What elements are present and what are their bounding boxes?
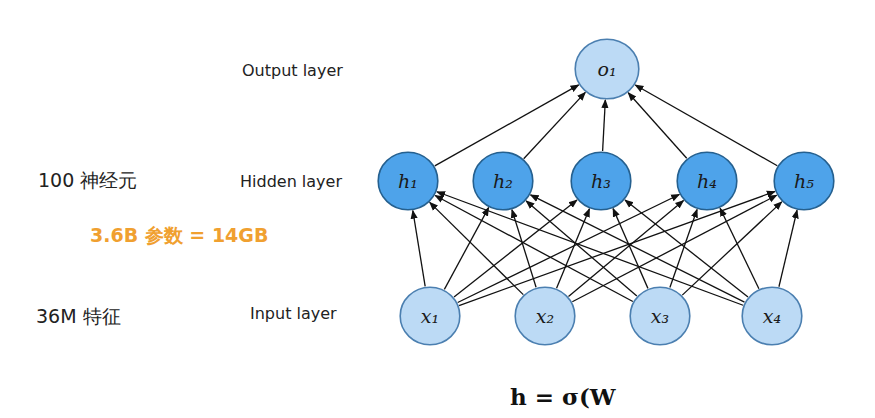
weight-arrow <box>720 208 759 289</box>
neuron-circle: h₁ <box>377 151 439 211</box>
neuron-label: h₂ <box>493 170 513 192</box>
weight-arrow <box>628 93 687 159</box>
neuron-circle: x₃ <box>629 286 691 346</box>
neuron-circle: x₄ <box>741 286 803 346</box>
weight-arrow <box>524 92 586 158</box>
neuron-count: 100 神经元 <box>38 168 137 194</box>
neuron-label: h₅ <box>794 170 814 192</box>
neuron-circle: o₁ <box>574 38 640 100</box>
neuron-label: x₂ <box>536 305 554 327</box>
neuron-label: x₁ <box>421 305 439 327</box>
weight-arrow <box>682 202 781 295</box>
neuron-label: o₁ <box>597 58 616 80</box>
weight-arrow <box>779 210 797 287</box>
neuron-circle: x₁ <box>399 286 461 346</box>
weight-arrow <box>531 195 745 302</box>
weight-arrow <box>526 201 637 296</box>
neuron-circle: h₅ <box>773 151 835 211</box>
neuron-circle: h₃ <box>570 151 632 211</box>
layer-name: Input layer <box>250 304 337 323</box>
neuron-label: x₃ <box>651 305 669 327</box>
weight-arrow <box>435 196 633 302</box>
layer-name: Output layer <box>242 61 343 80</box>
neuron-label: h₃ <box>591 170 611 192</box>
formula: h = σ(W <box>510 383 616 410</box>
weight-arrow <box>603 100 606 151</box>
weight-arrow <box>613 209 648 289</box>
weight-arrow <box>444 208 488 290</box>
neuron-circle: h₂ <box>472 151 534 211</box>
weight-arrow <box>413 211 425 287</box>
neuron-circle: h₄ <box>676 151 738 211</box>
feature-count: 36M 特征 <box>36 304 121 330</box>
neuron-label: h₄ <box>697 170 717 192</box>
neuron-label: x₄ <box>763 305 781 327</box>
weight-arrow <box>458 194 680 302</box>
layer-name: Hidden layer <box>240 172 342 191</box>
weight-arrow <box>568 201 683 297</box>
neuron-circle: x₂ <box>514 286 576 346</box>
neuron-label: h₁ <box>398 170 418 192</box>
weight-arrow <box>625 200 748 297</box>
parameter-note: 3.6B 参数 = 14GB <box>90 223 268 249</box>
weight-arrow <box>430 202 524 294</box>
